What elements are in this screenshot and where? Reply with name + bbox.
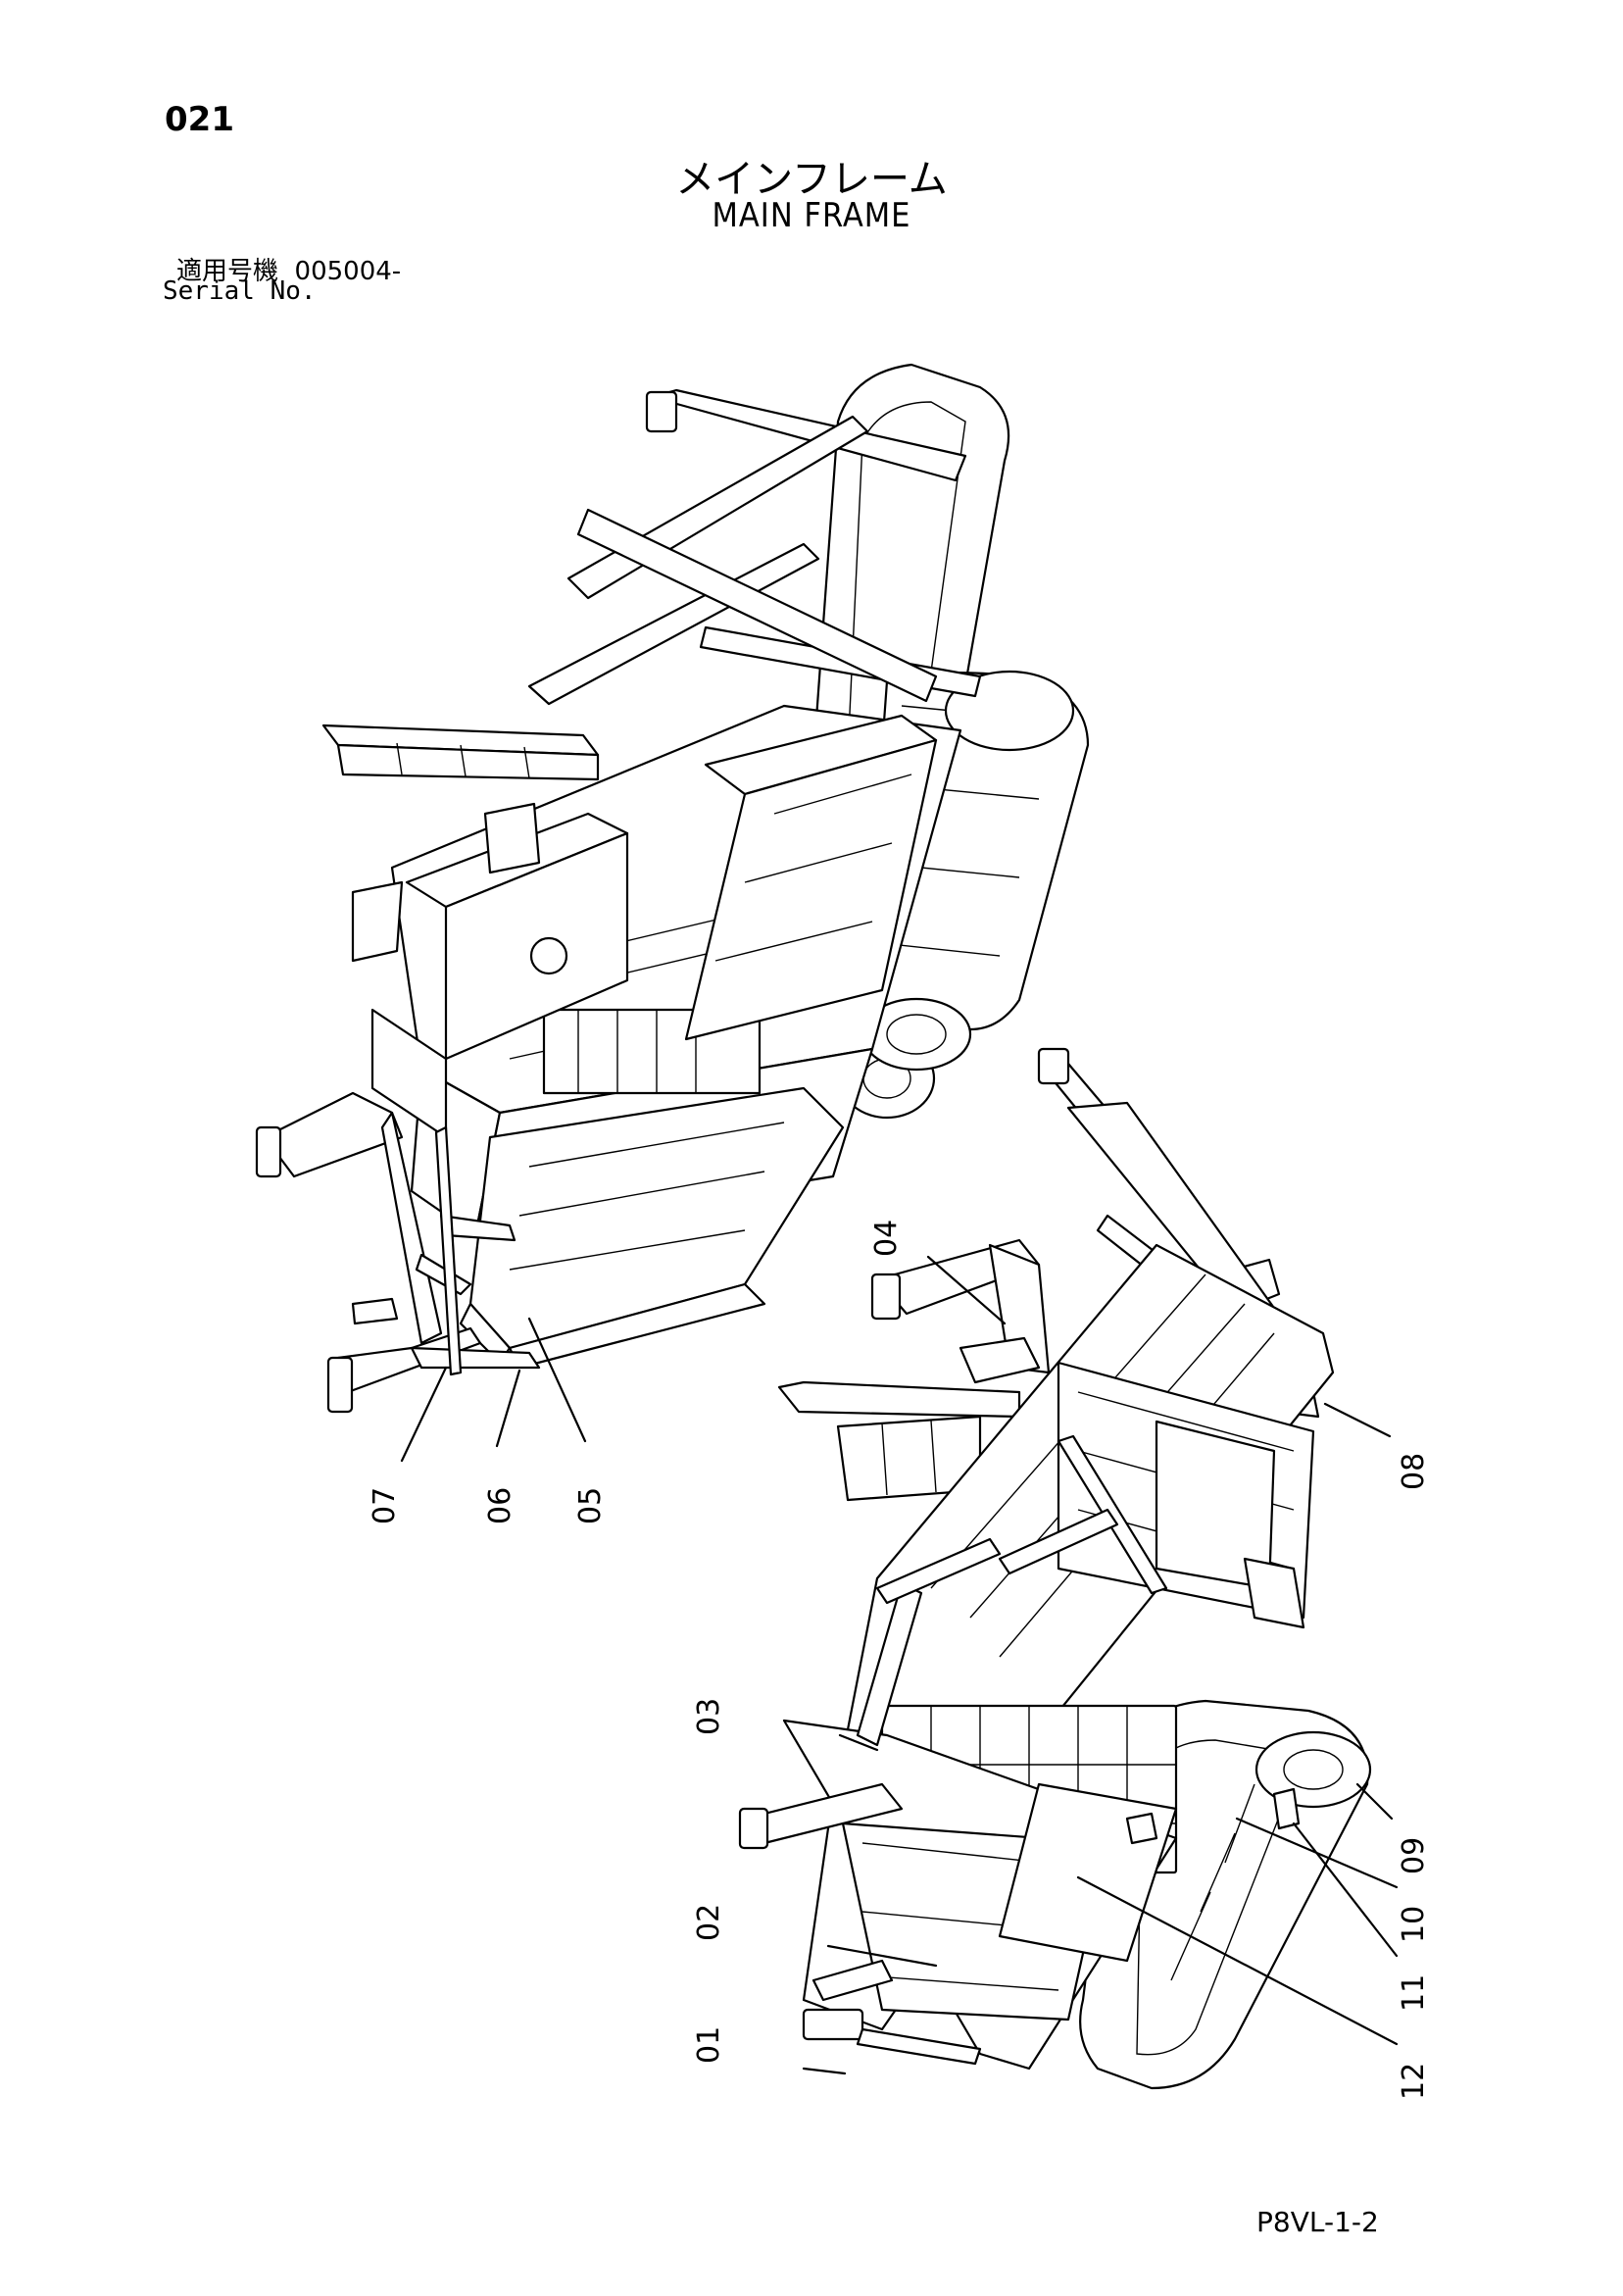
callout-06: 06 [483, 1487, 517, 1524]
serial-label-english: Serial No. [163, 276, 317, 306]
title-japanese: メインフレーム [675, 157, 948, 202]
callout-10: 10 [1397, 1906, 1431, 1943]
callout-09: 09 [1397, 1837, 1431, 1874]
callout-01: 01 [692, 2026, 726, 2064]
callout-08: 08 [1397, 1453, 1431, 1490]
lower-frame-assembly [738, 1047, 1372, 2090]
serial-label-japanese: 適用号機 005004- [176, 251, 401, 287]
callout-07: 07 [368, 1487, 402, 1524]
upper-frame-assembly [255, 363, 1090, 1414]
callout-12: 12 [1397, 2063, 1431, 2100]
callout-02: 02 [692, 1904, 726, 1941]
callout-05: 05 [573, 1487, 608, 1524]
callout-leader-lines [400, 1255, 1399, 2075]
title-english: MAIN FRAME [712, 196, 911, 235]
callout-11: 11 [1397, 1974, 1431, 2012]
serial-value: 005004- [294, 257, 402, 286]
page-number: 021 [165, 100, 234, 139]
callout-labels: 07 06 05 04 08 03 09 10 02 11 01 12 [368, 1220, 1431, 2100]
callout-04: 04 [869, 1220, 904, 1257]
serial-label-jp: 適用号機 [176, 257, 279, 286]
callout-03: 03 [692, 1698, 726, 1735]
document-code: P8VL-1-2 [1256, 2206, 1379, 2238]
